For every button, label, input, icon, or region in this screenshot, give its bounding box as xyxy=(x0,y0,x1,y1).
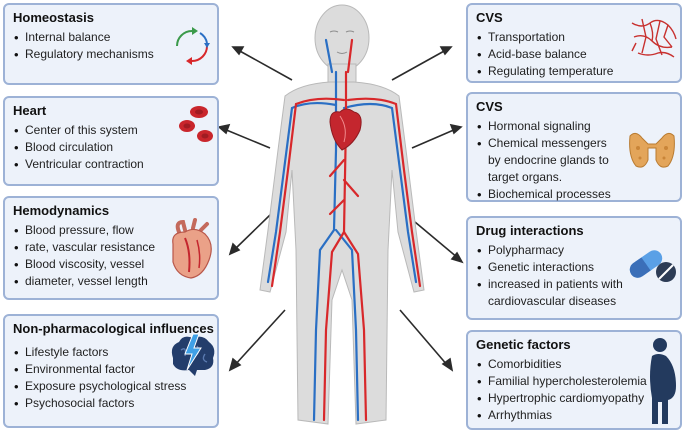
panel-title: Drug interactions xyxy=(476,223,584,238)
panel-title: Homeostasis xyxy=(13,10,94,25)
connector-arrows xyxy=(217,46,464,372)
arrow-to-heart xyxy=(223,128,271,149)
panel-title: CVS xyxy=(476,10,503,25)
panel-cvs-transport: CVS Transportation Acid-base balance Reg… xyxy=(466,3,682,83)
list-item: Comorbidities xyxy=(476,356,647,373)
panel-cvs-hormonal: CVS Hormonal signaling Chemical messenge… xyxy=(466,92,682,203)
panel-genetic-factors: Genetic factors Comorbidities Familial h… xyxy=(466,330,682,430)
red-blood-cells-icon xyxy=(179,106,213,142)
list-item: Familial hypercholesterolemia xyxy=(476,373,647,390)
list-item: Genetic interactions xyxy=(476,259,623,276)
arrow-to-cvs2 xyxy=(411,128,457,149)
panel-list: Hormonal signaling Chemical messengers b… xyxy=(476,118,611,203)
brain-lightning-icon xyxy=(171,333,215,376)
list-item: Hormonal signaling xyxy=(476,118,611,135)
list-item: Blood pressure, flow xyxy=(13,222,155,239)
list-item: rate, vascular resistance xyxy=(13,239,155,256)
pill-capsule-icon xyxy=(629,250,676,282)
panel-title: Genetic factors xyxy=(476,337,571,352)
obese-person-silhouette-icon xyxy=(650,338,676,424)
arrow-to-hemodynamics xyxy=(233,214,271,251)
list-item: Environmental factor xyxy=(13,361,186,378)
panel-list: Comorbidities Familial hypercholesterole… xyxy=(476,356,647,424)
body-silhouette xyxy=(259,4,425,425)
list-item: Internal balance xyxy=(13,29,154,46)
arteries xyxy=(270,38,422,422)
anatomical-heart-icon xyxy=(172,218,212,279)
panel-heart: Heart Center of this system Blood circul… xyxy=(3,96,219,186)
panel-title: Non-pharmacological influences xyxy=(13,321,214,336)
arrow-to-genetic xyxy=(399,309,449,367)
arrow-to-homeostasis xyxy=(237,49,293,81)
list-item: Polypharmacy xyxy=(476,242,623,259)
list-item: Arrhythmias xyxy=(476,407,647,424)
list-item: Psychosocial factors xyxy=(13,395,186,412)
panel-list: Center of this system Blood circulation … xyxy=(13,122,144,173)
panel-drug-interactions: Drug interactions Polypharmacy Genetic i… xyxy=(466,216,682,320)
list-item: Acid-base balance xyxy=(476,46,613,63)
list-item: Ventricular contraction xyxy=(13,156,144,173)
list-item: Exposure psychological stress xyxy=(13,378,186,395)
panel-title: Heart xyxy=(13,103,47,118)
panel-list: Transportation Acid-base balance Regulat… xyxy=(476,29,613,80)
heart-organ xyxy=(329,108,362,151)
list-item: increased in patients with xyxy=(476,276,623,293)
arrow-to-nonpharm xyxy=(233,309,286,367)
list-item: Hypertrophic cardiomyopathy xyxy=(476,390,647,407)
list-item: Center of this system xyxy=(13,122,144,139)
arrow-to-drug xyxy=(414,221,459,259)
list-item-continued: target organs. xyxy=(488,170,563,184)
list-item: Chemical messengers xyxy=(476,135,611,152)
panel-title: CVS xyxy=(476,99,503,114)
panel-list: Polypharmacy Genetic interactions increa… xyxy=(476,242,623,310)
list-item-continued: cardiovascular diseases xyxy=(488,294,617,308)
panel-list: Lifestyle factors Environmental factor E… xyxy=(13,344,186,412)
list-item: Biochemical processes xyxy=(476,186,611,203)
panel-list: Internal balance Regulatory mechanisms xyxy=(13,29,154,63)
list-item: Regulatory mechanisms xyxy=(13,46,154,63)
panel-nonpharm: Non-pharmacological influences Lifestyle… xyxy=(3,314,219,428)
list-item: Lifestyle factors xyxy=(13,344,186,361)
arrow-to-cvs1 xyxy=(391,49,447,81)
panel-hemodynamics: Hemodynamics Blood pressure, flow rate, … xyxy=(3,196,219,300)
list-item: diameter, vessel length xyxy=(13,273,155,290)
panel-homeostasis: Homeostasis Internal balance Regulatory … xyxy=(3,3,219,85)
cycle-arrows-icon xyxy=(176,27,210,65)
list-item: Transportation xyxy=(476,29,613,46)
capillary-network-icon xyxy=(631,18,677,58)
list-item: Regulating temperature xyxy=(476,63,613,80)
list-item: Blood viscosity, vessel xyxy=(13,256,155,273)
list-item: Blood circulation xyxy=(13,139,144,156)
thyroid-gland-icon xyxy=(629,132,675,168)
face xyxy=(329,30,355,54)
panel-list: Blood pressure, flow rate, vascular resi… xyxy=(13,222,155,290)
panel-title: Hemodynamics xyxy=(13,203,110,218)
list-item-continued: by endocrine glands to xyxy=(488,153,609,167)
